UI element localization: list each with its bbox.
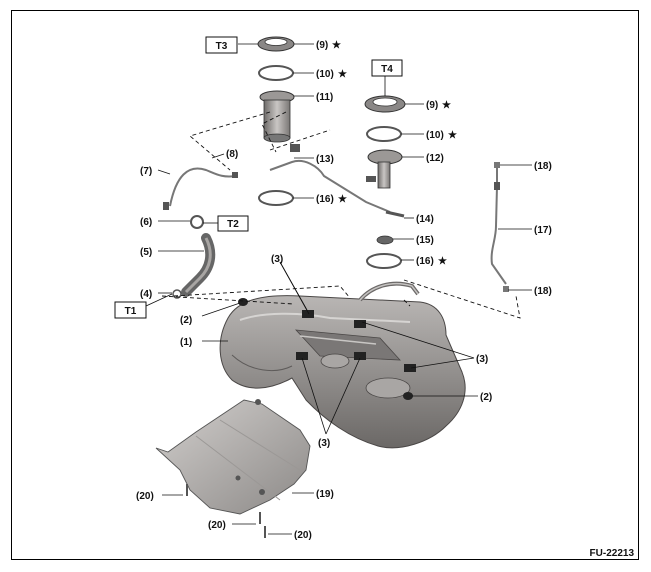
vent-tube-17	[490, 168, 507, 285]
lock-ring-9b	[364, 95, 406, 113]
label-9a: (9)	[316, 40, 328, 51]
leader-lines	[145, 43, 532, 535]
label-6: (6)	[140, 217, 152, 228]
label-10b: (10)	[426, 130, 444, 141]
figure-id: FU-22213	[590, 548, 635, 559]
gasket-16b	[366, 253, 402, 269]
jet-pump-15	[376, 235, 394, 245]
star-10b-icon: ★	[448, 130, 457, 141]
svg-text:T3: T3	[216, 41, 228, 52]
sub-gauge-12	[366, 149, 403, 189]
label-18a: (18)	[534, 161, 552, 172]
star-9b-icon: ★	[442, 100, 451, 111]
label-7: (7)	[140, 166, 152, 177]
label-3a: (3)	[271, 254, 283, 265]
box-t3: T3	[205, 36, 238, 54]
diagram-frame	[11, 10, 639, 560]
label-3c: (3)	[318, 438, 330, 449]
label-12: (12)	[426, 153, 444, 164]
pad-3a	[302, 310, 314, 318]
label-3b: (3)	[476, 354, 488, 365]
gasket-10a	[258, 65, 294, 81]
label-16b: (16)	[416, 256, 434, 267]
label-20b: (20)	[208, 520, 226, 531]
pad-3c	[296, 352, 308, 360]
label-4: (4)	[140, 289, 152, 300]
label-14: (14)	[416, 214, 434, 225]
fuel-line-13	[269, 160, 391, 213]
label-5: (5)	[140, 247, 152, 258]
filler-hose-5	[181, 233, 216, 297]
gasket-10b	[366, 126, 402, 142]
fuel-tank	[219, 281, 466, 449]
clip-18b	[503, 286, 509, 292]
pad-3e	[404, 364, 416, 372]
label-20c: (20)	[294, 530, 312, 541]
label-2a: (2)	[180, 315, 192, 326]
svg-text:T2: T2	[227, 219, 239, 230]
label-16a: (16)	[316, 194, 334, 205]
heat-shield	[155, 399, 311, 515]
star-9a-icon: ★	[332, 40, 341, 51]
label-9b: (9)	[426, 100, 438, 111]
hose-8	[163, 167, 238, 210]
label-18b: (18)	[534, 286, 552, 297]
label-8: (8)	[226, 149, 238, 160]
connector-14	[385, 210, 405, 218]
label-19: (19)	[316, 489, 334, 500]
label-1: (1)	[180, 337, 192, 348]
clamp-4	[172, 289, 182, 299]
box-t4: T4	[371, 59, 403, 77]
label-17: (17)	[534, 225, 552, 236]
star-10a-icon: ★	[338, 69, 347, 80]
callout-labels: (9) ★ (10) ★ (11) (8) (7) (13) (16) ★ (6…	[136, 40, 552, 541]
svg-text:T4: T4	[381, 64, 393, 75]
box-t2: T2	[217, 215, 249, 232]
clip-18a	[494, 162, 500, 168]
svg-text:T1: T1	[125, 306, 137, 317]
clamp-6	[190, 215, 204, 229]
lock-ring-9a	[257, 36, 295, 52]
star-16b-icon: ★	[438, 256, 447, 267]
cap-2b	[403, 392, 413, 400]
gasket-16a	[258, 190, 294, 206]
fuel-pump-11	[259, 90, 300, 152]
pad-3d	[354, 352, 366, 360]
label-20a: (20)	[136, 491, 154, 502]
label-11: (11)	[316, 92, 333, 103]
pad-3b	[354, 320, 366, 328]
box-t1: T1	[114, 301, 147, 319]
label-15: (15)	[416, 235, 434, 246]
cap-2a	[238, 298, 248, 306]
label-10a: (10)	[316, 69, 334, 80]
dashed-guides	[161, 111, 521, 319]
star-16a-icon: ★	[338, 194, 347, 205]
label-2b: (2)	[480, 392, 492, 403]
label-13: (13)	[316, 154, 334, 165]
